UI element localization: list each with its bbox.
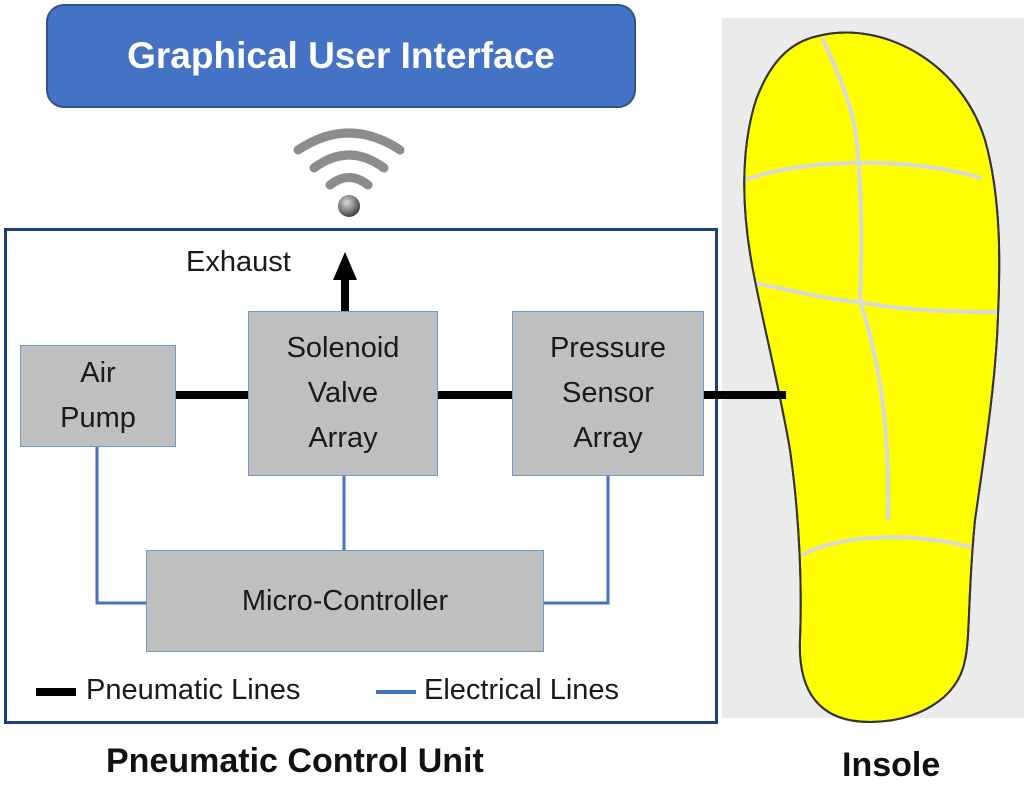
control-unit-frame [4, 228, 718, 724]
electrical-line-pump-mcu [95, 447, 146, 605]
legend-pneumatic-swatch [36, 688, 76, 696]
insole-caption: Insole [842, 746, 941, 784]
legend-electrical-label: Electrical Lines [424, 674, 620, 706]
electrical-line-sensor-mcu [544, 476, 610, 605]
wifi-arc-outer [293, 128, 405, 155]
wifi-arc-middle [309, 150, 389, 173]
insole-divider [856, 159, 864, 301]
wifi-dot [338, 195, 360, 217]
wifi-arc-inner [325, 173, 373, 190]
insole-outline-redraw [743, 31, 1001, 724]
control-unit-caption: Pneumatic Control Unit [106, 742, 484, 780]
gui-banner: Graphical User Interface [46, 4, 636, 108]
air-pump-block: Air Pump [20, 345, 176, 447]
insole-divider [744, 160, 983, 182]
solenoid-valve-array-block: Solenoid Valve Array [248, 311, 438, 476]
wifi-icon [293, 128, 405, 217]
legend-pneumatic-label: Pneumatic Lines [86, 674, 301, 706]
exhaust-label: Exhaust [186, 246, 291, 278]
gui-title: Graphical User Interface [127, 35, 555, 76]
micro-controller-block: Micro-Controller [146, 550, 544, 652]
pressure-sensor-array-block: Pressure Sensor Array [512, 311, 704, 476]
insole-divider [820, 37, 860, 161]
insole-divider [801, 535, 975, 557]
insole-divider [858, 301, 891, 521]
legend-electrical-swatch [376, 690, 416, 694]
up-arrow-icon [333, 252, 357, 280]
